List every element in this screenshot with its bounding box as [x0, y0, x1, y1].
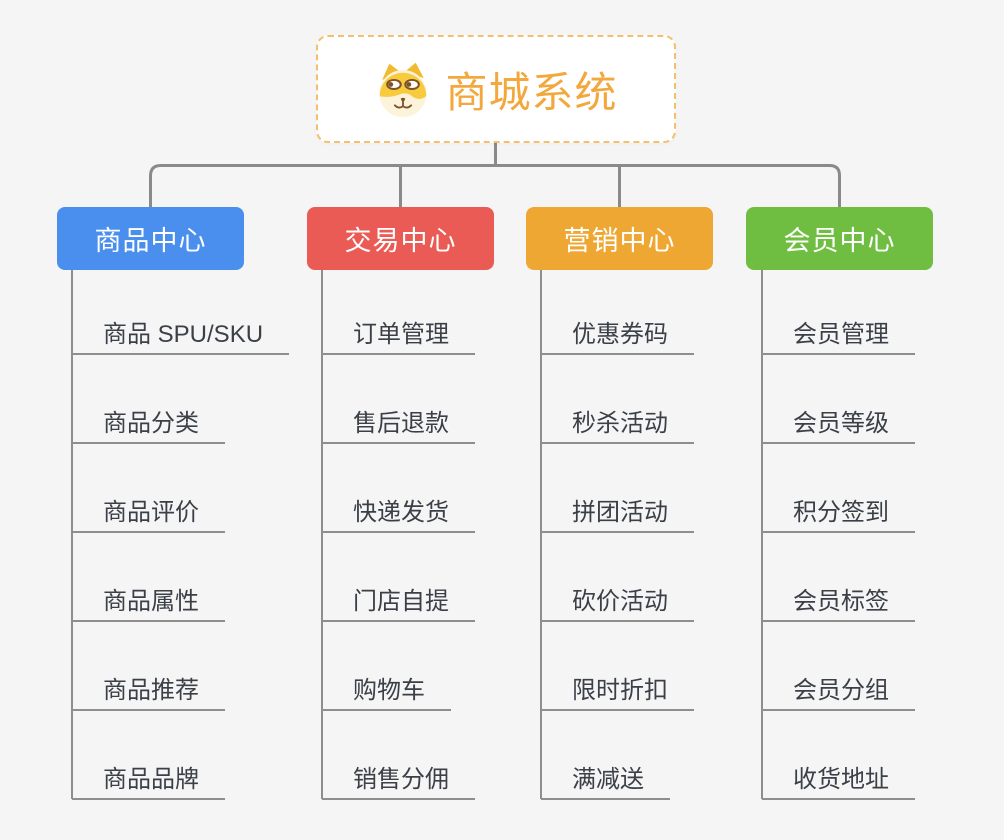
leaf-node-full-reduction[interactable]: 满减送: [541, 762, 670, 800]
leaf-node-bargain-activity[interactable]: 砍价活动: [541, 584, 694, 622]
connector-bus: [149, 164, 841, 208]
leaf-node-product-attribute[interactable]: 商品属性: [72, 584, 225, 622]
branch-node-trade-center[interactable]: 交易中心: [307, 207, 494, 270]
branch-label: 商品中心: [94, 226, 207, 256]
leaf-node-product-category[interactable]: 商品分类: [72, 406, 225, 444]
leaf-node-member-tag[interactable]: 会员标签: [762, 584, 915, 622]
root-node[interactable]: 商城系统: [316, 35, 676, 143]
leaf-node-flash-sale[interactable]: 秒杀活动: [541, 406, 694, 444]
leaf-node-product-spu-sku[interactable]: 商品 SPU/SKU: [72, 317, 290, 355]
leaf-node-coupon-code[interactable]: 优惠券码: [541, 317, 694, 355]
leaf-node-product-review[interactable]: 商品评价: [72, 495, 225, 533]
leaf-node-points-checkin[interactable]: 积分签到: [762, 495, 915, 533]
leaf-node-shipping-address[interactable]: 收货地址: [762, 762, 915, 800]
leaf-node-shopping-cart[interactable]: 购物车: [322, 673, 451, 711]
root-title: 商城系统: [445, 68, 618, 116]
leaf-node-group-buy[interactable]: 拼团活动: [541, 495, 694, 533]
leaf-node-aftersale-refund[interactable]: 售后退款: [322, 406, 475, 444]
dog-face-icon: [374, 60, 432, 118]
leaf-node-member-management[interactable]: 会员管理: [762, 317, 915, 355]
leaf-node-limited-time-discount[interactable]: 限时折扣: [541, 673, 694, 711]
leaf-node-member-level[interactable]: 会员等级: [762, 406, 915, 444]
leaf-node-product-brand[interactable]: 商品品牌: [72, 762, 225, 800]
leaf-node-order-management[interactable]: 订单管理: [322, 317, 475, 355]
branch-node-product-center[interactable]: 商品中心: [57, 207, 244, 270]
branch-node-member-center[interactable]: 会员中心: [746, 207, 933, 270]
leaf-node-member-group[interactable]: 会员分组: [762, 673, 915, 711]
branch-label: 会员中心: [783, 226, 896, 256]
leaf-node-sales-commission[interactable]: 销售分佣: [322, 762, 475, 800]
branch-node-marketing-center[interactable]: 营销中心: [526, 207, 713, 270]
leaf-node-product-recommend[interactable]: 商品推荐: [72, 673, 225, 711]
leaf-node-store-pickup[interactable]: 门店自提: [322, 584, 475, 622]
branch-label: 交易中心: [344, 226, 457, 256]
branch-label: 营销中心: [563, 226, 676, 256]
leaf-node-express-shipping[interactable]: 快递发货: [322, 495, 475, 533]
